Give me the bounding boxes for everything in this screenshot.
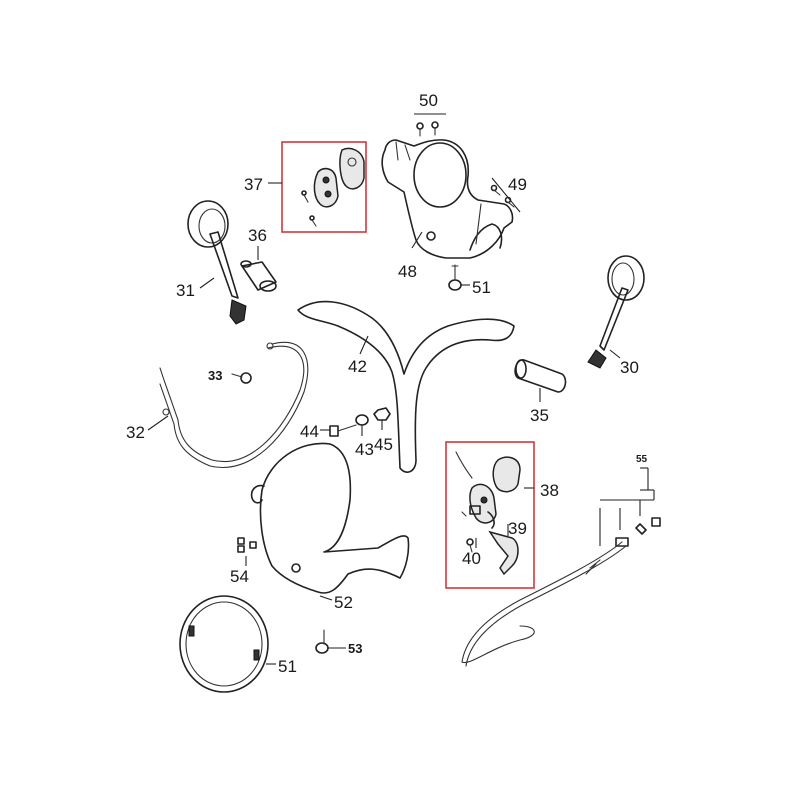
callout-30: 30 [620, 358, 639, 377]
callout-48: 48 [398, 262, 417, 281]
callout-40: 40 [462, 549, 481, 568]
callout-39: 39 [508, 519, 527, 538]
bolt-part-44 [320, 424, 357, 437]
brake-cable-part-55 [461, 467, 661, 667]
screw-part-49 [490, 177, 521, 213]
leader-31 [199, 277, 215, 289]
headlight-rim-part-51 [179, 595, 276, 693]
leader-48 [411, 231, 423, 249]
callout-31: 31 [176, 281, 195, 300]
right-grip-part-35 [514, 359, 567, 402]
throttle-cable-part-32 [147, 341, 309, 468]
callout-37: 37 [244, 175, 263, 194]
highlight-box-part-37 [281, 141, 367, 233]
nut-part-45 [373, 407, 391, 430]
highlight-box-part-38 [445, 441, 535, 589]
screw-part-50 [414, 113, 446, 137]
right-switch-assembly-part-38 [455, 451, 534, 576]
callout-51-lower: 51 [278, 657, 297, 676]
nut-part-54 [237, 537, 257, 566]
handlebar-upper-cover-part-48 [381, 139, 514, 259]
headlight-cover-part-52 [250, 442, 410, 601]
callout-52: 52 [334, 593, 353, 612]
left-switch-housing-part-37 [301, 147, 365, 227]
bolt-part-51-upper [448, 264, 470, 291]
callout-32: 32 [126, 423, 145, 442]
callout-54: 54 [230, 567, 249, 586]
washer-part-43 [355, 414, 369, 436]
callout-35: 35 [530, 406, 549, 425]
bolt-part-33 [231, 372, 252, 384]
callout-50: 50 [419, 91, 438, 110]
callout-55: 55 [636, 454, 648, 465]
callout-45: 45 [374, 435, 393, 454]
callout-38: 38 [540, 481, 559, 500]
left-mirror-part-31 [187, 200, 247, 325]
callout-53: 53 [348, 641, 362, 656]
callout-33: 33 [208, 368, 222, 383]
callout-43: 43 [355, 440, 374, 459]
callout-42: 42 [348, 357, 367, 376]
callout-44: 44 [300, 422, 319, 441]
handlebar-part-42 [297, 300, 515, 473]
bolt-part-53 [315, 629, 346, 654]
callout-49: 49 [508, 175, 527, 194]
leader-42 [359, 335, 369, 355]
throttle-grip-part-36 [240, 246, 277, 292]
callout-51-upper: 51 [472, 278, 491, 297]
callout-36: 36 [248, 226, 267, 245]
right-mirror-part-30 [587, 255, 645, 369]
